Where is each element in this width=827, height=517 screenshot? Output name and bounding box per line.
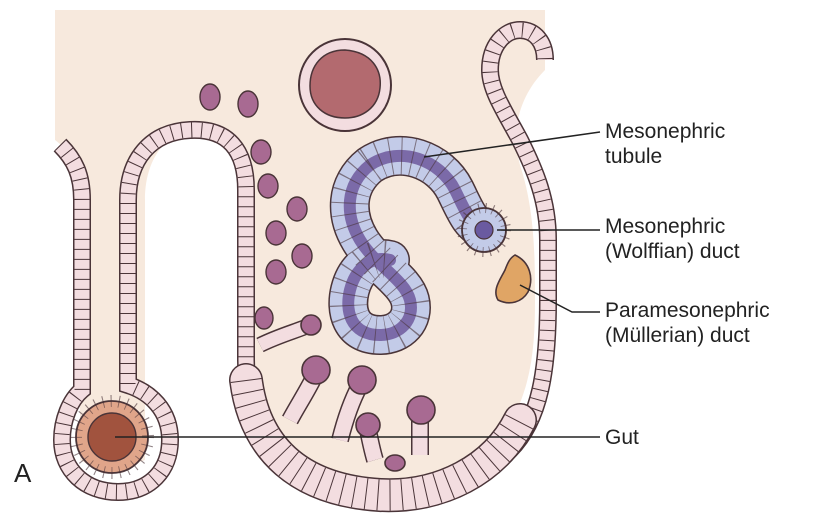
- label-line: Gut: [605, 426, 639, 449]
- label-paramesonephric-duct: Paramesonephric (Müllerian) duct: [605, 298, 770, 348]
- blood-cells: [199, 83, 313, 330]
- label-line: (Müllerian) duct: [605, 324, 750, 347]
- paramesonephric-duct: [495, 254, 532, 304]
- label-line: Mesonephric: [605, 215, 726, 238]
- leader-lines: [115, 131, 601, 438]
- leader-paramesonephric-duct: [519, 284, 600, 313]
- panel-letter: A: [14, 458, 32, 488]
- aorta: [298, 38, 392, 132]
- label-line: (Wolffian) duct: [605, 240, 740, 263]
- gut: [70, 395, 154, 479]
- leader-mesonephric-tubule: [423, 131, 601, 158]
- label-line: Mesonephric: [605, 120, 726, 143]
- label-mesonephric-duct: Mesonephric (Wolffian) duct: [605, 214, 740, 264]
- label-mesonephric-tubule: Mesonephric tubule: [605, 119, 725, 169]
- label-line: Paramesonephric: [605, 299, 770, 322]
- label-line: tubule: [605, 145, 663, 168]
- label-gut: Gut: [605, 425, 639, 450]
